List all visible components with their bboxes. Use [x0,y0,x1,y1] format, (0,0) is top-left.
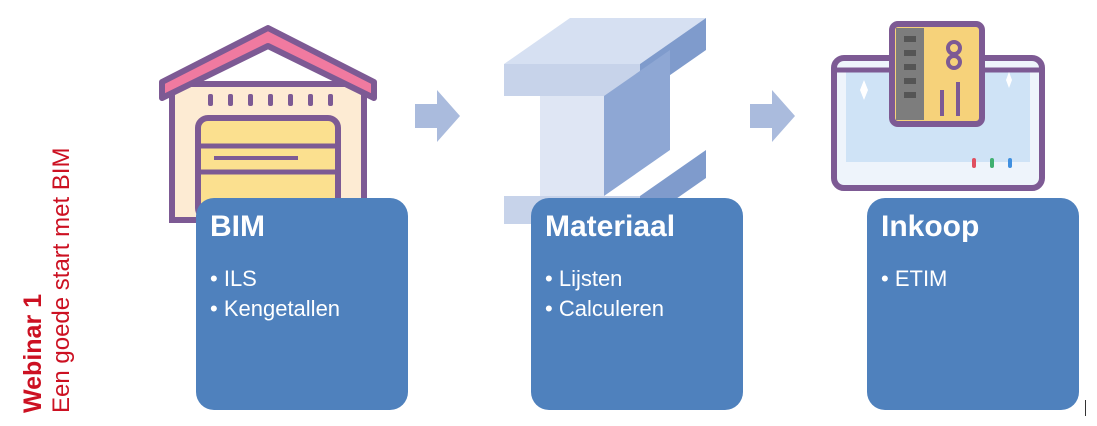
step-card-bim: BIM ILS Kengetallen [196,198,408,410]
arrow-right-icon [750,90,795,142]
step-card-inkoop: Inkoop ETIM [867,198,1079,410]
arrow-right-icon [415,90,460,142]
steel-beam-icon [504,18,706,224]
step-bullet-list: Lijsten Calculeren [545,264,729,324]
step-bullet: ILS [210,264,394,294]
step-bullet: Lijsten [545,264,729,294]
webinar-subtitle: Een goede start met BIM [48,147,75,413]
warehouse-icon [159,25,377,223]
step-title: Inkoop [881,210,980,243]
step-bullet: Calculeren [545,294,729,324]
step-title: Materiaal [545,210,676,243]
step-bullet: ETIM [881,264,1065,294]
step-card-materiaal: Materiaal Lijsten Calculeren [531,198,743,410]
step-bullet-list: ILS Kengetallen [210,264,394,324]
step-bullet-list: ETIM [881,264,1065,294]
step-bullet: Kengetallen [210,294,394,324]
step-title: BIM [210,210,265,243]
text-cursor [1085,400,1086,416]
webinar-title: Webinar 1 [19,293,47,413]
payment-terminal-icon [831,21,1045,191]
side-label: Webinar 1 Een goede start met BIM [18,83,76,413]
